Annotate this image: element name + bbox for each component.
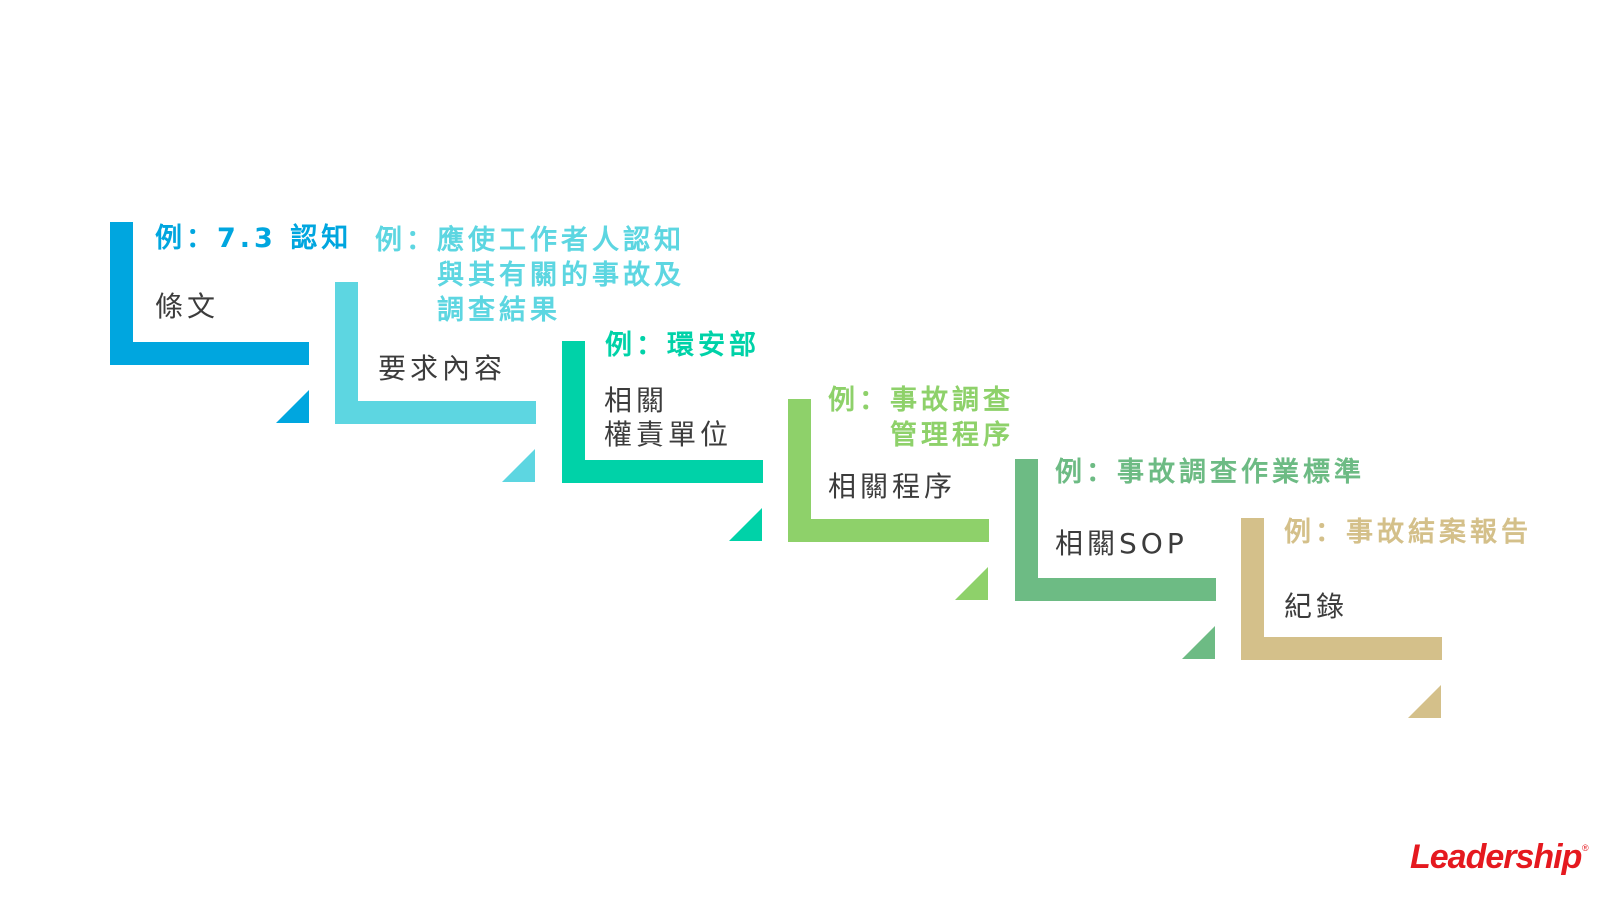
step-3-example-line-1: 環安部 <box>667 330 760 361</box>
step-4-label: 相關程序 <box>828 470 956 504</box>
step-4-example-line-2: 管理程序 <box>890 420 1014 451</box>
step-5-example-prefix: 例： <box>1055 457 1117 488</box>
step-5-label: 相關SOP <box>1055 527 1188 561</box>
step-6-example: 例：事故結案報告 <box>1284 515 1532 550</box>
step-6-corner-triangle <box>1408 685 1441 718</box>
step-5-example: 例：事故調查作業標準 <box>1055 455 1365 490</box>
step-3-label: 相關 權責單位 <box>604 384 732 452</box>
step-1-label-line-1: 條文 <box>155 290 220 323</box>
step-1-example-prefix: 例： <box>155 223 217 254</box>
step-6-bracket-horizontal <box>1241 637 1442 660</box>
step-1-bracket-horizontal <box>110 342 309 365</box>
step-2-label-line-1: 要求內容 <box>378 352 507 385</box>
step-6-example-line-1: 事故結案報告 <box>1346 517 1532 548</box>
step-3-bracket-vertical <box>562 341 585 483</box>
step-1-label: 條文 <box>155 290 219 324</box>
step-5-example-line-1: 事故調查作業標準 <box>1117 457 1365 488</box>
step-4-example-lines: 事故調查 管理程序 <box>890 383 1014 453</box>
step-2-bracket-vertical <box>335 282 358 424</box>
registered-mark: ® <box>1582 843 1589 853</box>
step-4-example-prefix: 例： <box>828 385 890 416</box>
step-2-bracket-horizontal <box>335 401 536 424</box>
step-5-bracket-vertical <box>1015 459 1038 601</box>
step-4-corner-triangle <box>955 567 988 600</box>
step-5-label-line-1: 相關SOP <box>1055 527 1188 560</box>
step-2-example-line-3: 調查結果 <box>437 295 561 326</box>
step-2-label: 要求內容 <box>378 352 506 386</box>
step-3-bracket-horizontal <box>562 460 763 483</box>
step-6-label-line-1: 紀錄 <box>1284 590 1349 623</box>
step-6-example-prefix: 例： <box>1284 517 1346 548</box>
step-1-example-line-1: 7.3 認知 <box>217 223 353 254</box>
step-4-bracket-vertical <box>788 399 811 542</box>
step-2-example-prefix: 例： <box>375 225 437 256</box>
step-2-example-lines: 應使工作者人認知 與其有關的事故及 調查結果 <box>437 223 685 328</box>
step-5-bracket-horizontal <box>1015 578 1216 601</box>
step-3-label-line-2: 權責單位 <box>604 418 733 451</box>
step-6-bracket-vertical <box>1241 518 1264 660</box>
step-1-bracket-vertical <box>110 222 133 365</box>
step-2-example-line-2: 與其有關的事故及 <box>437 260 685 291</box>
leadership-logo: Leadership <box>1410 838 1582 876</box>
step-2-corner-triangle <box>502 449 535 482</box>
step-3-example-prefix: 例： <box>605 330 667 361</box>
step-4-label-line-1: 相關程序 <box>828 470 957 503</box>
step-4-bracket-horizontal <box>788 519 989 542</box>
step-5-corner-triangle <box>1182 626 1215 659</box>
step-1-example: 例：7.3 認知 <box>155 221 352 256</box>
step-1-corner-triangle <box>276 390 309 423</box>
step-4-example-line-1: 事故調查 <box>890 385 1014 416</box>
step-3-corner-triangle <box>729 508 762 541</box>
step-3-example: 例：環安部 <box>605 328 760 363</box>
step-6-label: 紀錄 <box>1284 590 1348 624</box>
step-2-example-line-1: 應使工作者人認知 <box>437 225 685 256</box>
step-3-label-line-1: 相關 <box>604 384 669 417</box>
